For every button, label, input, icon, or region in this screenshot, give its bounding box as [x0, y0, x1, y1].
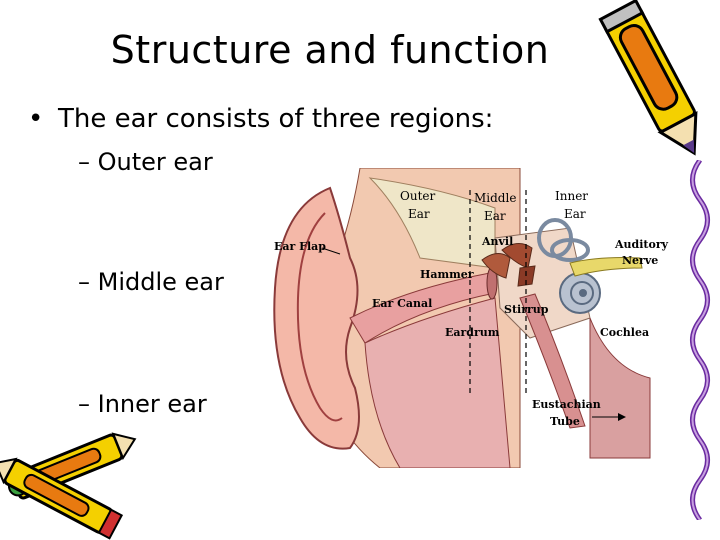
label-hammer: Hammer: [420, 268, 474, 281]
ear-flap-shape: [273, 186, 360, 450]
label-eustachian-2: Tube: [550, 415, 580, 428]
cochlea-core: [579, 289, 587, 297]
anvil-shape: [501, 243, 533, 269]
auditory-nerve-shape: [569, 257, 643, 277]
main-bullet-text: The ear consists of three regions:: [58, 104, 494, 134]
main-bullet: • The ear consists of three regions:: [28, 104, 493, 134]
lower-flesh: [364, 297, 511, 468]
right-tissue: [589, 317, 651, 459]
ear-flap-inner: [296, 212, 343, 422]
ear-diagram: Outer Ear Middle Ear Inner Ear Ear Flap …: [273, 168, 669, 468]
bone-region: [368, 177, 496, 269]
label-middle-ear-2: Ear: [484, 209, 506, 223]
label-auditory-1: Auditory: [614, 238, 669, 251]
subitem-inner-ear: – Inner ear: [78, 390, 207, 418]
eustachian-tube-shape: [519, 293, 586, 429]
hammer-shape: [481, 253, 511, 279]
label-eardrum: Eardrum: [445, 326, 500, 339]
label-ear-flap: Ear Flap: [274, 240, 326, 253]
label-stirrup: Stirrup: [504, 303, 549, 316]
subitem-middle-ear: – Middle ear: [78, 268, 224, 296]
label-middle-ear-1: Middle: [474, 191, 516, 205]
crayons-clipart-bottom-left: [0, 432, 137, 540]
slide-title: Structure and function: [110, 28, 550, 72]
label-eustachian-1: Eustachian: [532, 398, 601, 411]
label-inner-ear-1: Inner: [555, 189, 588, 203]
semicircular-canal-2: [550, 238, 590, 262]
label-inner-ear-2: Ear: [564, 207, 586, 221]
label-anvil: Anvil: [481, 235, 513, 248]
label-auditory-2: Nerve: [622, 254, 658, 267]
cochlea-spiral: [570, 281, 594, 305]
label-ear-canal: Ear Canal: [372, 297, 432, 310]
bullet-dot: •: [28, 104, 44, 134]
label-cochlea: Cochlea: [600, 326, 649, 339]
pencil-clipart-top-right: [598, 0, 698, 156]
subitem-outer-ear: – Outer ear: [78, 148, 213, 176]
squiggle-decoration: [690, 160, 710, 520]
label-outer-ear-1: Outer: [400, 189, 435, 203]
label-outer-ear-2: Ear: [408, 207, 430, 221]
